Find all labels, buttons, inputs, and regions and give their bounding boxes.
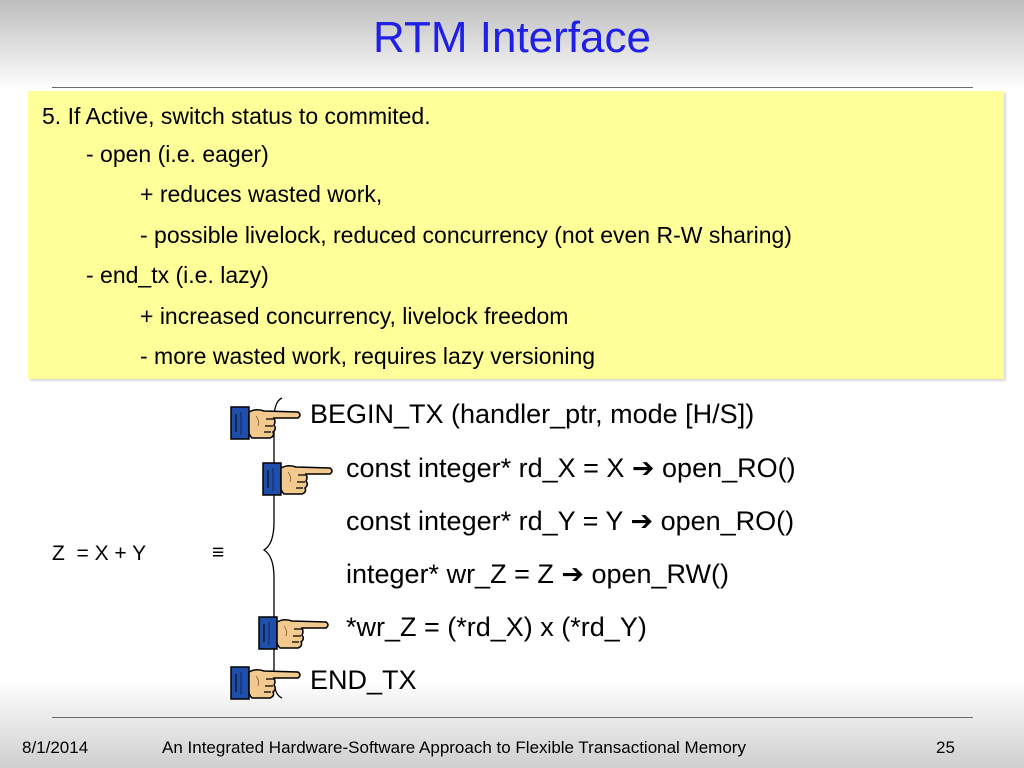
pointing-hand-icon (262, 458, 334, 500)
footer-divider (52, 717, 973, 718)
panel-line-step: 5. If Active, switch status to commited. (42, 103, 431, 129)
panel-line-endtx-pro: + increased concurrency, livelock freedo… (140, 303, 569, 329)
panel-line-open-pro: + reduces wasted work, (140, 181, 383, 207)
notes-panel: 5. If Active, switch status to commited.… (28, 91, 1004, 379)
code-write-z: integer* wr_Z = Z ➔ open_RW() (346, 559, 730, 589)
code-read-x: const integer* rd_X = X ➔ open_RO() (346, 453, 796, 483)
code-assign: *wr_Z = (*rd_X) x (*rd_Y) (346, 612, 647, 642)
code-begin-tx: BEGIN_TX (handler_ptr, mode [H/S]) (310, 399, 755, 429)
pointing-hand-icon (230, 402, 302, 444)
title-divider (52, 87, 973, 88)
code-read-y: const integer* rd_Y = Y ➔ open_RO() (346, 506, 795, 536)
pointing-hand-icon (230, 662, 302, 704)
footer-date: 8/1/2014 (22, 738, 89, 757)
panel-line-endtx-con: - more wasted work, requires lazy versio… (140, 343, 596, 369)
panel-line-endtx: - end_tx (i.e. lazy) (86, 262, 269, 288)
equation: Z = X + Y (52, 542, 147, 565)
equivalence-symbol: ≡ (212, 541, 225, 564)
panel-line-open-con: - possible livelock, reduced concurrency… (140, 222, 792, 248)
code-end-tx: END_TX (310, 665, 417, 695)
panel-line-open: - open (i.e. eager) (86, 141, 269, 167)
slide-title: RTM Interface (373, 13, 651, 62)
footer-title: An Integrated Hardware-Software Approach… (162, 738, 746, 757)
footer-page-number: 25 (936, 738, 955, 757)
pointing-hand-icon (258, 612, 330, 654)
